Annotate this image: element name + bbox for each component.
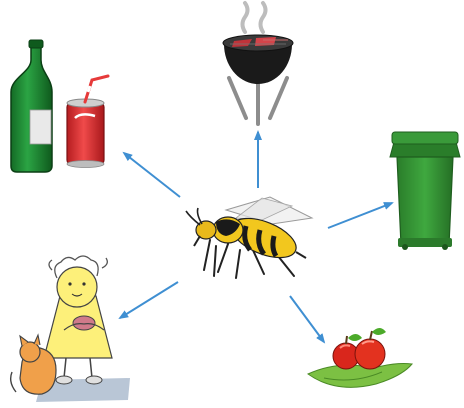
arrow-to-apples (290, 296, 324, 342)
arrow-to-bottles (124, 153, 180, 197)
arrow-to-girl (120, 282, 178, 318)
girl-with-cat-icon (11, 256, 130, 402)
arrow-to-bin (328, 203, 392, 228)
grill-icon (223, 3, 293, 124)
wasp-icon (186, 197, 312, 278)
bottle-and-can-icon (11, 40, 108, 172)
apples-icon (308, 328, 412, 387)
trash-bin-icon (390, 132, 460, 250)
